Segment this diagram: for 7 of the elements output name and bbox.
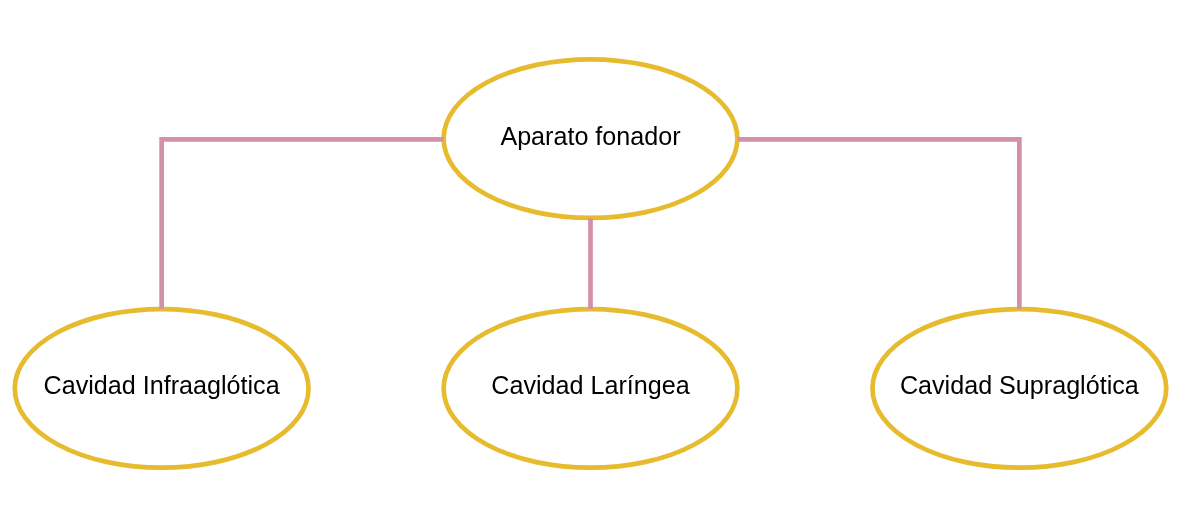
node-ellipse: Cavidad Laríngea [441,306,740,471]
connector [737,137,1022,309]
node-ellipse: Cavidad Supraglótica [870,306,1169,471]
node-ellipse: Aparato fonador [441,56,740,221]
connector [159,137,444,309]
connector [588,218,593,309]
node-ellipse: Cavidad Infraaglótica [12,306,311,471]
